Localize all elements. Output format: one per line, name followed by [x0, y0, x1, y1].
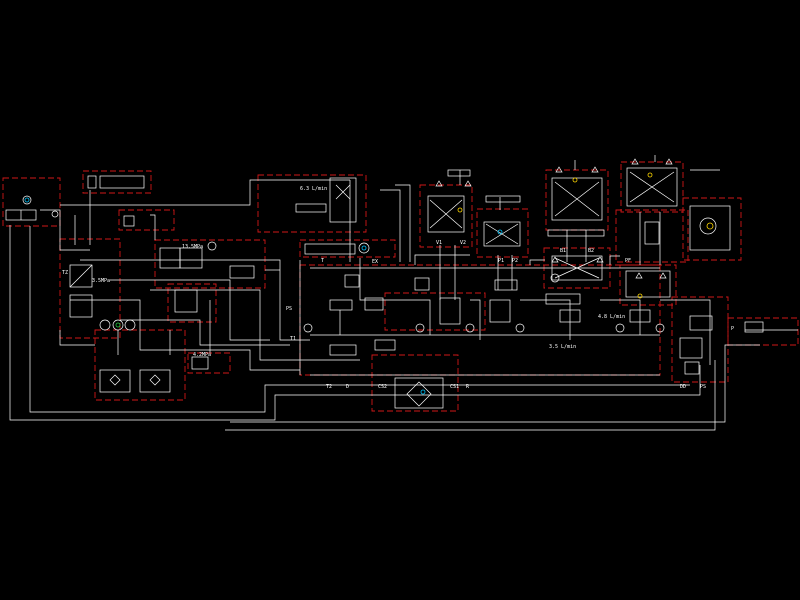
label-dd: DD	[680, 384, 686, 390]
label-tz: TZ	[62, 270, 68, 276]
label-d: D	[346, 384, 349, 390]
label-flow-c: 6.3 L/min	[300, 186, 327, 192]
box-lower-block-4	[619, 264, 677, 306]
label-v1: V1	[436, 240, 442, 246]
box-relief-module	[154, 239, 266, 289]
label-t2: T2	[326, 384, 332, 390]
label-b1: B1	[560, 248, 566, 254]
box-control-module	[257, 174, 367, 233]
component-symbols	[5, 158, 764, 409]
cylinder-1	[427, 195, 465, 233]
label-b2: B2	[588, 248, 594, 254]
box-left-actuator	[2, 177, 61, 227]
box-far-right-actuator	[727, 317, 799, 346]
box-reservoir	[371, 354, 459, 412]
piping-lines	[9, 155, 798, 431]
label-ps2: PS	[700, 384, 706, 390]
cylinder-2	[483, 221, 521, 247]
label-pressure-b: 13.5MPa	[182, 244, 203, 250]
box-cylinder-4	[620, 161, 684, 213]
label-p: P	[731, 326, 734, 332]
label-cs1: CS1	[450, 384, 459, 390]
label-flow-b: 4.8 L/min	[598, 314, 625, 320]
label-t: T	[321, 258, 324, 264]
label-p2: P2	[512, 258, 518, 264]
label-pressure-c: 4.2MPa	[193, 352, 211, 358]
tank-left	[99, 369, 131, 393]
sensor-block	[123, 215, 135, 227]
label-t1: T1	[290, 336, 296, 342]
box-mid-valve-cluster	[384, 292, 486, 331]
reservoir-main	[394, 377, 444, 409]
cylinder-far-right	[744, 321, 764, 333]
box-motor-right	[682, 197, 742, 261]
accent-symbols	[24, 172, 714, 395]
cylinder-3	[551, 177, 603, 221]
label-p1: P1	[498, 258, 504, 264]
box-cylinder-1	[419, 184, 473, 248]
box-right-valve	[615, 209, 689, 263]
box-mid-left-valve	[167, 283, 217, 323]
label-flow-a: 3.5 L/min	[549, 344, 576, 350]
box-right-output	[671, 296, 729, 383]
label-ps: PS	[286, 306, 292, 312]
heat-exchanger	[191, 356, 209, 370]
motor-right	[689, 205, 731, 251]
cylinder-4	[626, 167, 678, 207]
label-pf: PF	[625, 258, 631, 264]
box-small-sensor	[118, 209, 175, 231]
box-manifold	[299, 239, 396, 258]
label-cs2: CS2	[378, 384, 387, 390]
box-heat-exchanger	[187, 352, 231, 374]
box-cylinder-2	[476, 208, 529, 258]
label-r: R	[466, 384, 470, 390]
diagram-labels: TZ PS T1 T2 EX P T PF PS CS2 CS1 P1 P2 3…	[62, 186, 734, 390]
label-ex: EX	[372, 259, 378, 265]
gauge-left	[22, 195, 32, 205]
label-pressure-a: 3.5MPa	[92, 278, 110, 284]
pump-motor	[112, 319, 124, 331]
label-v2: V2	[460, 240, 466, 246]
